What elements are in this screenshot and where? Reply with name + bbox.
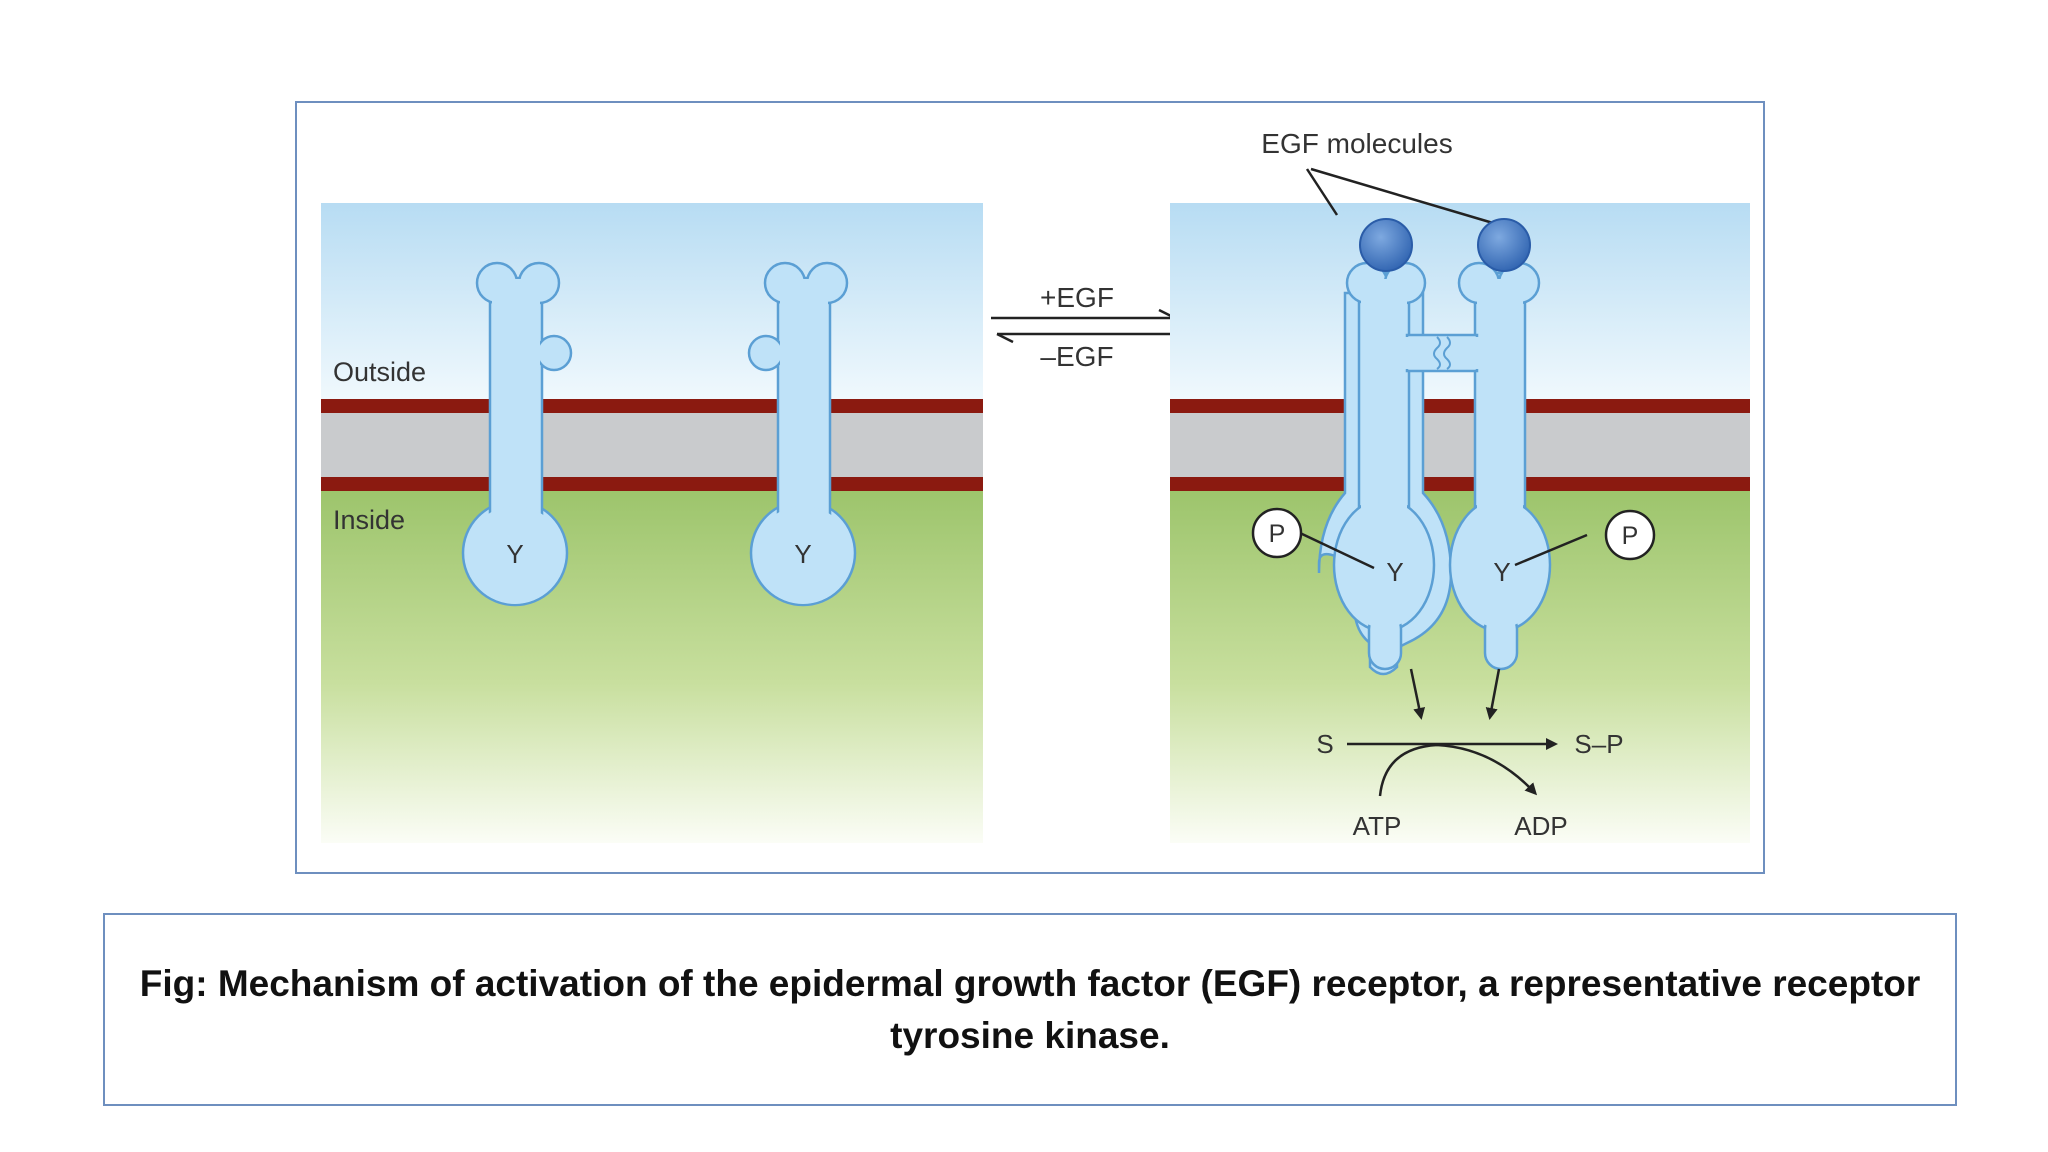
extracellular-region-right: [1170, 203, 1750, 403]
caption-line-1: Fig: Mechanism of activation of the epid…: [139, 962, 1921, 1004]
tyrosine-label-3: Y: [1386, 557, 1403, 587]
membrane-inner-leaflet-left: [321, 477, 983, 491]
tyrosine-label-4: Y: [1493, 557, 1510, 587]
cytoplasm-region-left: [321, 487, 983, 843]
adp-label: ADP: [1514, 811, 1567, 841]
left-panel: Outside Inside Y Y: [321, 203, 983, 843]
atp-label: ATP: [1353, 811, 1402, 841]
membrane-inner-leaflet-right: [1170, 477, 1750, 491]
membrane-core-left: [321, 403, 983, 487]
receptor-monomer-2: [747, 261, 857, 607]
dimerization-bridge: [1403, 333, 1481, 373]
figure-caption: Fig: Mechanism of activation of the epid…: [140, 958, 1921, 1062]
substrate-label: S: [1316, 729, 1333, 759]
equilibrium-arrows: +EGF –EGF: [991, 282, 1181, 372]
minus-egf-label: –EGF: [1040, 341, 1113, 372]
kinase-arrow-right: [1485, 668, 1501, 720]
phosphate-circle-1: [1251, 507, 1303, 559]
tyrosine-label-1: Y: [506, 539, 523, 569]
outside-label: Outside: [333, 357, 426, 387]
kinase-arrow-left: [1409, 668, 1426, 720]
extracellular-region-left: [321, 203, 983, 403]
membrane-core-right: [1170, 403, 1750, 487]
figure-frame: Outside Inside Y Y +EGF: [295, 101, 1765, 874]
phosphate-circle-2: [1604, 509, 1656, 561]
atp-adp-arrow: [1378, 743, 1538, 797]
inside-label: Inside: [333, 505, 405, 535]
receptor-monomer-1: [461, 261, 573, 607]
caption-box: Fig: Mechanism of activation of the epid…: [103, 913, 1957, 1106]
egf-receptor-diagram: Outside Inside Y Y +EGF: [321, 128, 1750, 843]
phosphate-label-1: P: [1269, 520, 1286, 548]
product-label: S–P: [1574, 729, 1623, 759]
caption-line-2: tyrosine kinase.: [890, 1014, 1170, 1056]
receptor-dimer-b-body: [1448, 261, 1552, 671]
membrane-outer-leaflet-right: [1170, 399, 1750, 413]
phosphate-label-2: P: [1622, 522, 1639, 550]
egf-molecule-1: [1359, 218, 1413, 272]
right-panel: EGF molecules: [1170, 128, 1750, 843]
egf-molecule-2: [1477, 218, 1531, 272]
egf-molecules-label: EGF molecules: [1261, 128, 1452, 159]
tyrosine-label-2: Y: [794, 539, 811, 569]
membrane-outer-leaflet-left: [321, 399, 983, 413]
plus-egf-label: +EGF: [1040, 282, 1114, 313]
